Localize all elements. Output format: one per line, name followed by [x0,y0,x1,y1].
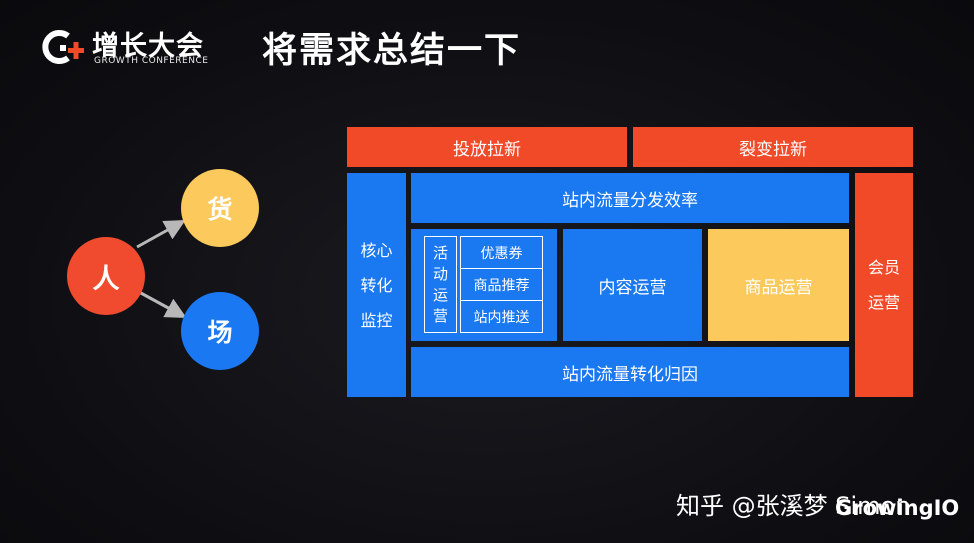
left-col-line-1: 核心 [360,240,393,260]
left-col-line-2: 转化 [360,275,393,295]
logo-text-cn: 增长大会 [92,31,204,62]
place-circle: 场 [181,292,259,370]
activity-label-char-1: 活 [432,243,448,262]
right-col-line-2: 运营 [867,293,900,312]
activity-label-char-4: 营 [432,306,448,325]
block-core-conversion-monitoring: 核心 转化 监控 [347,173,406,397]
activity-ops-label: 活 动 运 营 [424,236,457,333]
block-product-operations: 商品运营 [708,229,849,341]
block-viral-acquisition: 裂变拉新 [633,127,913,167]
growth-conference-logo-icon [42,30,84,64]
activity-label-char-2: 动 [432,264,448,283]
zhihu-watermark: 知乎 @张溪梦 Simon [676,492,911,520]
growingio-watermark: GrowingIO [835,496,960,520]
arrow-to-place [138,290,187,319]
logo-text-en: GROWTH CONFERENCE [94,56,209,66]
person-circle: 人 [67,237,145,315]
activity-label-char-3: 运 [432,285,448,304]
activity-item-product-recommendation: 商品推荐 [460,268,543,301]
block-paid-acquisition: 投放拉新 [347,127,627,167]
right-col-line-1: 会员 [867,258,900,277]
activity-item-coupon: 优惠券 [460,236,543,269]
block-member-operations: 会员 运营 [855,173,913,397]
block-traffic-conversion-attribution: 站内流量转化归因 [411,347,849,397]
activity-item-onsite-push: 站内推送 [460,300,543,333]
arrow-to-goods [136,219,186,249]
block-traffic-distribution-efficiency: 站内流量分发效率 [411,173,849,223]
goods-circle: 货 [181,169,259,247]
left-col-line-3: 监控 [360,310,393,330]
block-content-operations: 内容运营 [563,229,702,341]
page-title: 将需求总结一下 [262,31,522,71]
block-activity-operations [411,229,557,341]
